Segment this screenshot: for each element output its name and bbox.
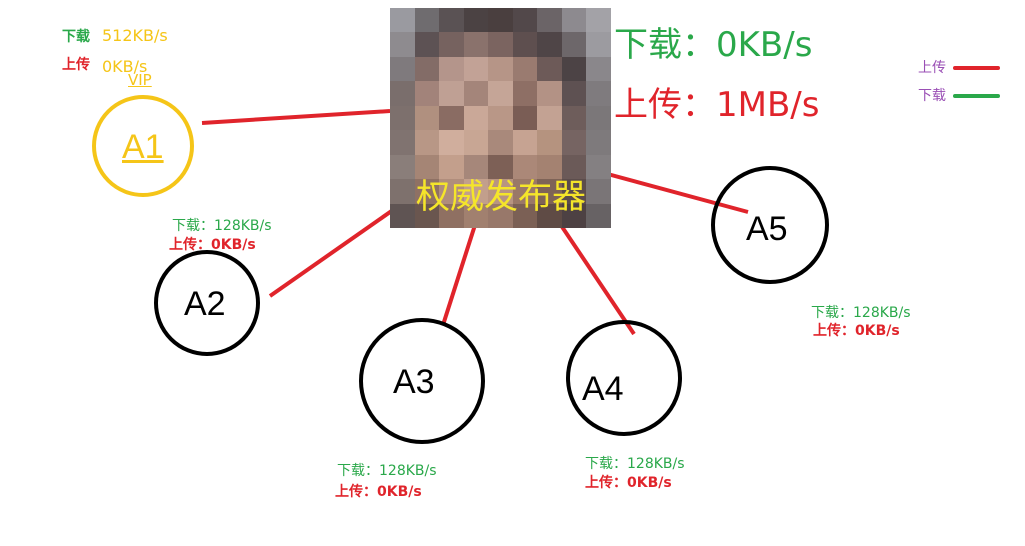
legend-upload-label: 上传 [918,60,946,76]
node-a2-upload: 上传：0KB/s [169,237,256,253]
node-a3-label: A3 [393,363,435,401]
node-a1-label: A1 [122,128,164,166]
node-a2-download: 下载：128KB/s [172,218,272,234]
node-a1-upload-label: 上传 [62,57,90,73]
node-a1-circle [92,95,194,197]
node-a5-circle [711,166,829,284]
publisher-avatar-image [390,8,611,228]
publisher-upload-rate: 上传：1MB/s [614,85,820,125]
node-a1-download-value: 512KB/s [102,26,168,45]
node-a3-upload: 上传：0KB/s [335,484,422,500]
publisher-server: 权威发布器 [390,8,611,228]
connection-a1 [201,109,391,125]
connection-a3 [441,224,477,326]
node-a2-label: A2 [184,285,226,323]
node-a3-download: 下载：128KB/s [337,463,437,479]
node-a4-label: A4 [582,370,624,408]
node-a5-label: A5 [746,210,788,248]
connection-a2 [268,194,415,298]
node-a4-download: 下载：128KB/s [585,456,685,472]
node-a5-upload: 上传：0KB/s [813,323,900,339]
legend-download-label: 下载 [918,88,946,104]
node-a3-circle [359,318,485,444]
node-a1-vip-badge: VIP [128,71,152,89]
publisher-download-rate: 下载：0KB/s [614,25,813,65]
node-a1-download-label: 下载 [62,29,90,45]
node-a4-circle [566,320,682,436]
node-a1-upload-value: 0KB/s [102,57,148,76]
node-a4-upload: 上传：0KB/s [585,475,672,491]
node-a5-download: 下载：128KB/s [811,305,911,321]
node-a2-circle [154,250,260,356]
publisher-title: 权威发布器 [416,177,586,217]
